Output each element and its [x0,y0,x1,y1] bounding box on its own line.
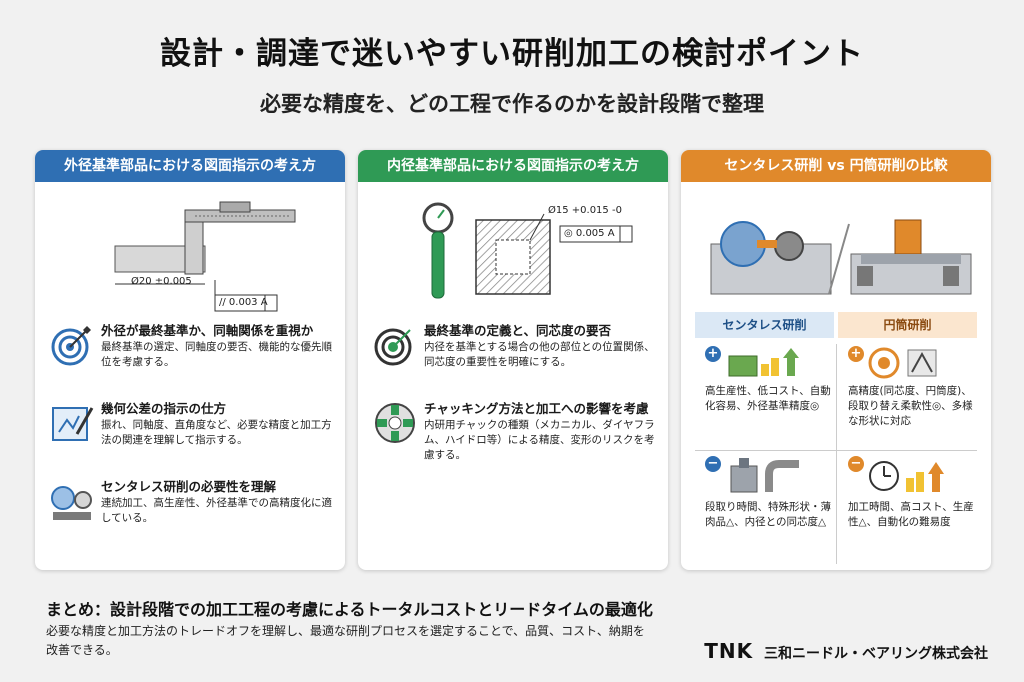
panel-header: センタレス研削 vs 円筒研削の比較 [681,150,991,182]
centerless-pros-text: 高生産性、低コスト、自動化容易、外径基準精度◎ [705,385,831,412]
panel-inner-diameter: 内径基準部品における図面指示の考え方 Ø15 +0.015 -0 ◎ 0.005… [358,150,668,570]
panel-header: 内径基準部品における図面指示の考え方 [358,150,668,182]
precision-target-icon [868,347,937,379]
panel-comparison: センタレス研削 vs 円筒研削の比較 センタレス研削 円筒研削 + 高生産性、低… [681,150,991,570]
plus-icon: + [848,346,864,362]
target-icon [51,326,91,366]
item-heading: チャッキング方法と加工への影響を考慮 [424,401,649,416]
bore-gauge-drawing [422,202,633,299]
column-divider [836,344,837,564]
minus-icon: − [848,456,864,472]
dimension-label: Ø20 ±0.005 [131,276,192,287]
chuck-icon [375,403,415,443]
item-desc: 内研用チャックの種類（メカニカル、ダイヤフラム、ハイドロ等）による精度、変形のリ… [424,419,655,461]
cost-stack-icon [728,348,799,377]
blueprint-icon [52,407,94,441]
item-heading: 外径が最終基準か、同軸関係を重視か [101,323,314,338]
gdt-frame-label: // 0.003 A [219,297,268,308]
panel-header: 外径基準部品における図面指示の考え方 [35,150,345,182]
panel-outer-diameter: 外径基準部品における図面指示の考え方 Ø20 ±0.005 // 0.003 A… [35,150,345,570]
brand-mark: TNK [704,639,754,663]
cylindrical-label: 円筒研削 [838,312,977,338]
centerless-cons: − 段取り時間、特殊形状・薄肉品△、内径との同芯度△ [695,456,834,564]
clock-cost-icon [869,461,944,492]
company-logo: TNK 三和ニードル・ベアリング株式会社 [704,639,988,663]
machine-pipe-icon [730,458,799,493]
summary-body: 必要な精度と加工方法のトレードオフを理解し、最適な研削プロセスを選定することで、… [46,624,645,657]
gdt-frame-label: ◎ 0.005 A [564,228,615,239]
page-title: 設計・調達で迷いやすい研削加工の検討ポイント [160,36,864,72]
page-subtitle: 必要な精度を、どの工程で作るのかを設計段階で整理 [260,92,764,116]
cylindrical-cons: − 加工時間、高コスト、生産性△、自動化の難易度 [838,456,977,564]
centerless-pros: + 高生産性、低コスト、自動化容易、外径基準精度◎ [695,346,834,446]
item-heading: センタレス研削の必要性を理解 [101,479,277,494]
grinder-icon [51,486,92,520]
centerless-cons-text: 段取り時間、特殊形状・薄肉品△、内径との同芯度△ [705,501,831,528]
item-heading: 最終基準の定義と、同芯度の要否 [424,323,612,338]
caliper-shaft-drawing [114,201,296,312]
cylindrical-cons-text: 加工時間、高コスト、生産性△、自動化の難易度 [848,501,974,528]
cylindrical-pros-text: 高精度(同芯度、円筒度)、段取り替え柔軟性◎、多様な形状に対応 [848,385,973,427]
plus-icon: + [705,346,721,362]
company-name: 三和ニードル・ベアリング株式会社 [764,646,988,662]
minus-icon: − [705,456,721,472]
cylindrical-pros: + 高精度(同芯度、円筒度)、段取り替え柔軟性◎、多様な形状に対応 [838,346,977,446]
centerless-label: センタレス研削 [695,312,834,338]
item-desc: 振れ、同軸度、直角度など、必要な精度と加工方法の関連を理解して指示する。 [101,419,332,446]
summary-heading: まとめ：設計段階での加工工程の考慮によるトータルコストとリードタイムの最適化 [46,600,653,619]
grinding-machines-illustration [710,219,972,295]
item-heading: 幾何公差の指示の仕方 [101,401,227,416]
item-desc: 連続加工、高生産性、外径基準での高精度化に適している。 [101,497,332,524]
target-icon [374,328,412,366]
dimension-label: Ø15 +0.015 -0 [548,205,622,216]
item-desc: 内径を基準とする場合の他の部位との位置関係、同芯度の重要性を明確にする。 [424,341,655,368]
row-divider [695,450,977,451]
item-desc: 最終基準の選定、同軸度の要否、機能的な優先順位を考慮する。 [101,341,332,368]
